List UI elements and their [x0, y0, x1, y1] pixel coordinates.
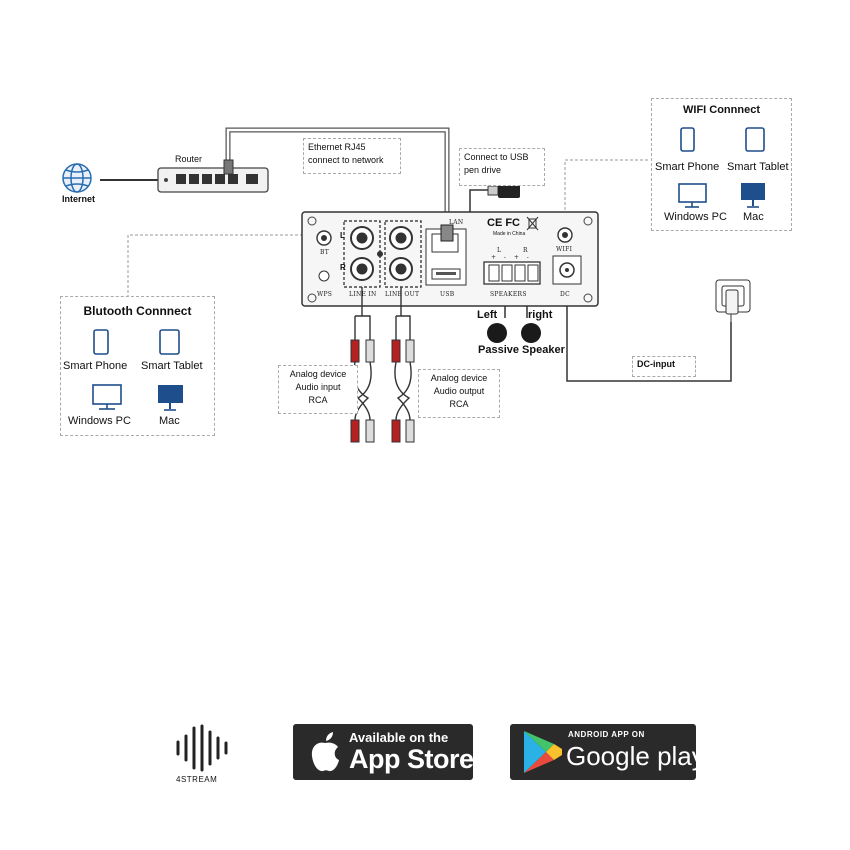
- bt-panel-title: Blutooth Connnect: [83, 304, 192, 318]
- smart-tablet-icon: [745, 127, 765, 152]
- wifi-link: [564, 159, 650, 235]
- rca-cables: [350, 287, 415, 443]
- rca-input-line1: Analog device: [289, 369, 347, 379]
- polarity-label: + - + -: [491, 254, 532, 261]
- wps-button: [318, 270, 330, 282]
- google-play-big-text: Google play: [566, 741, 705, 771]
- smart-phone-icon: [93, 329, 109, 355]
- ethernet-note-line1: Ethernet RJ45: [308, 142, 366, 152]
- usb-note: Connect to USB pen drive: [459, 148, 545, 186]
- app-store-small-text: Available on the: [349, 730, 449, 745]
- usb-port-label: USB: [440, 291, 455, 298]
- wifi-device-smart-tablet: Smart Tablet: [727, 161, 789, 173]
- wps-label: WPS: [317, 291, 333, 298]
- rca-output-line2: Audio output: [433, 386, 485, 396]
- ethernet-note-line2: connect to network: [308, 155, 384, 165]
- bt-device-windows-pc: Windows PC: [68, 415, 131, 427]
- bt-link: [127, 234, 318, 298]
- smart-phone-icon: [680, 127, 695, 152]
- router-label: Router: [175, 154, 203, 164]
- bt-device-icons: [92, 329, 183, 411]
- bt-device-smart-phone: Smart Phone: [63, 360, 128, 372]
- globe-icon: [62, 163, 92, 193]
- wifi-device-windows-pc: Windows PC: [664, 211, 727, 223]
- lan-port-label: LAN: [449, 219, 464, 226]
- ethernet-note: Ethernet RJ45 connect to network: [303, 138, 401, 174]
- google-play-small-text: ANDROID APP ON: [568, 730, 645, 739]
- bt-device-mac: Mac: [159, 415, 180, 427]
- made-in-label: Made in China: [493, 231, 526, 237]
- internet-label: Internet: [62, 194, 96, 204]
- google-play-logo-icon: [524, 731, 562, 773]
- speakers-port-label: SPEAKERS: [490, 291, 527, 298]
- wifi-device-icons: [678, 127, 765, 208]
- router-icon: [157, 159, 269, 193]
- apple-logo-icon: [311, 732, 339, 772]
- dc-port-label: DC: [560, 291, 571, 298]
- dc-input-label: DC-input: [632, 356, 696, 377]
- usb-note-line2: pen drive: [464, 165, 502, 175]
- weee-bin-icon: [526, 216, 539, 231]
- bt-port-label: BT: [320, 249, 330, 256]
- rca-output-line1: Analog device: [430, 373, 488, 383]
- app-store-big-text: App Store: [349, 744, 474, 774]
- speaker-l-label: L: [497, 247, 502, 254]
- wifi-connect-panel: WIFI Connnect Smart Phone Smart Tablet W…: [651, 98, 792, 231]
- 4stream-logo-icon: [176, 724, 228, 772]
- amplifier-panel: [301, 211, 599, 307]
- google-play-badge[interactable]: ANDROID APP ON Google play: [510, 724, 705, 780]
- usb-drive-icon: [487, 183, 520, 198]
- dc-cable: [566, 300, 732, 382]
- rca-input-note: Analog device Audio input RCA: [278, 365, 358, 414]
- windows-pc-icon: [92, 384, 122, 405]
- rca-input-line3: RCA: [308, 395, 328, 405]
- mac-icon: [158, 385, 183, 403]
- rca-output-line3: RCA: [449, 399, 469, 409]
- line-out-label: LINE OUT: [385, 291, 420, 298]
- wall-socket-icon: [715, 279, 751, 322]
- certification-marks: CE FC: [487, 217, 520, 229]
- wifi-panel-title: WIFI Connnect: [683, 104, 760, 116]
- bt-device-smart-tablet: Smart Tablet: [141, 360, 203, 372]
- rca-output-note: Analog device Audio output RCA: [418, 369, 500, 418]
- mac-icon: [741, 183, 765, 200]
- bluetooth-connect-panel: Blutooth Connnect Smart Phone Smart Tabl…: [60, 296, 215, 436]
- smart-tablet-icon: [159, 329, 180, 355]
- wifi-port-label: WIFI: [556, 246, 573, 253]
- brand-name: 4STREAM: [176, 775, 218, 784]
- rca-input-line2: Audio input: [295, 382, 341, 392]
- passive-speakers: [487, 323, 541, 343]
- left-speaker-label: Left: [477, 309, 498, 321]
- passive-speaker-label: Passive Speaker: [478, 344, 565, 356]
- windows-pc-icon: [678, 183, 707, 203]
- usb-note-line1: Connect to USB: [464, 152, 529, 162]
- wifi-device-mac: Mac: [743, 211, 764, 223]
- rca-jacks: [350, 226, 413, 281]
- speaker-r-label: R: [523, 247, 528, 254]
- channel-r-label: R: [340, 263, 346, 272]
- channel-l-label: L: [340, 231, 345, 240]
- app-store-badge[interactable]: Available on the App Store: [293, 724, 474, 780]
- right-speaker-label: right: [528, 309, 553, 321]
- line-in-label: LINE IN: [349, 291, 377, 298]
- wifi-device-smart-phone: Smart Phone: [655, 161, 720, 173]
